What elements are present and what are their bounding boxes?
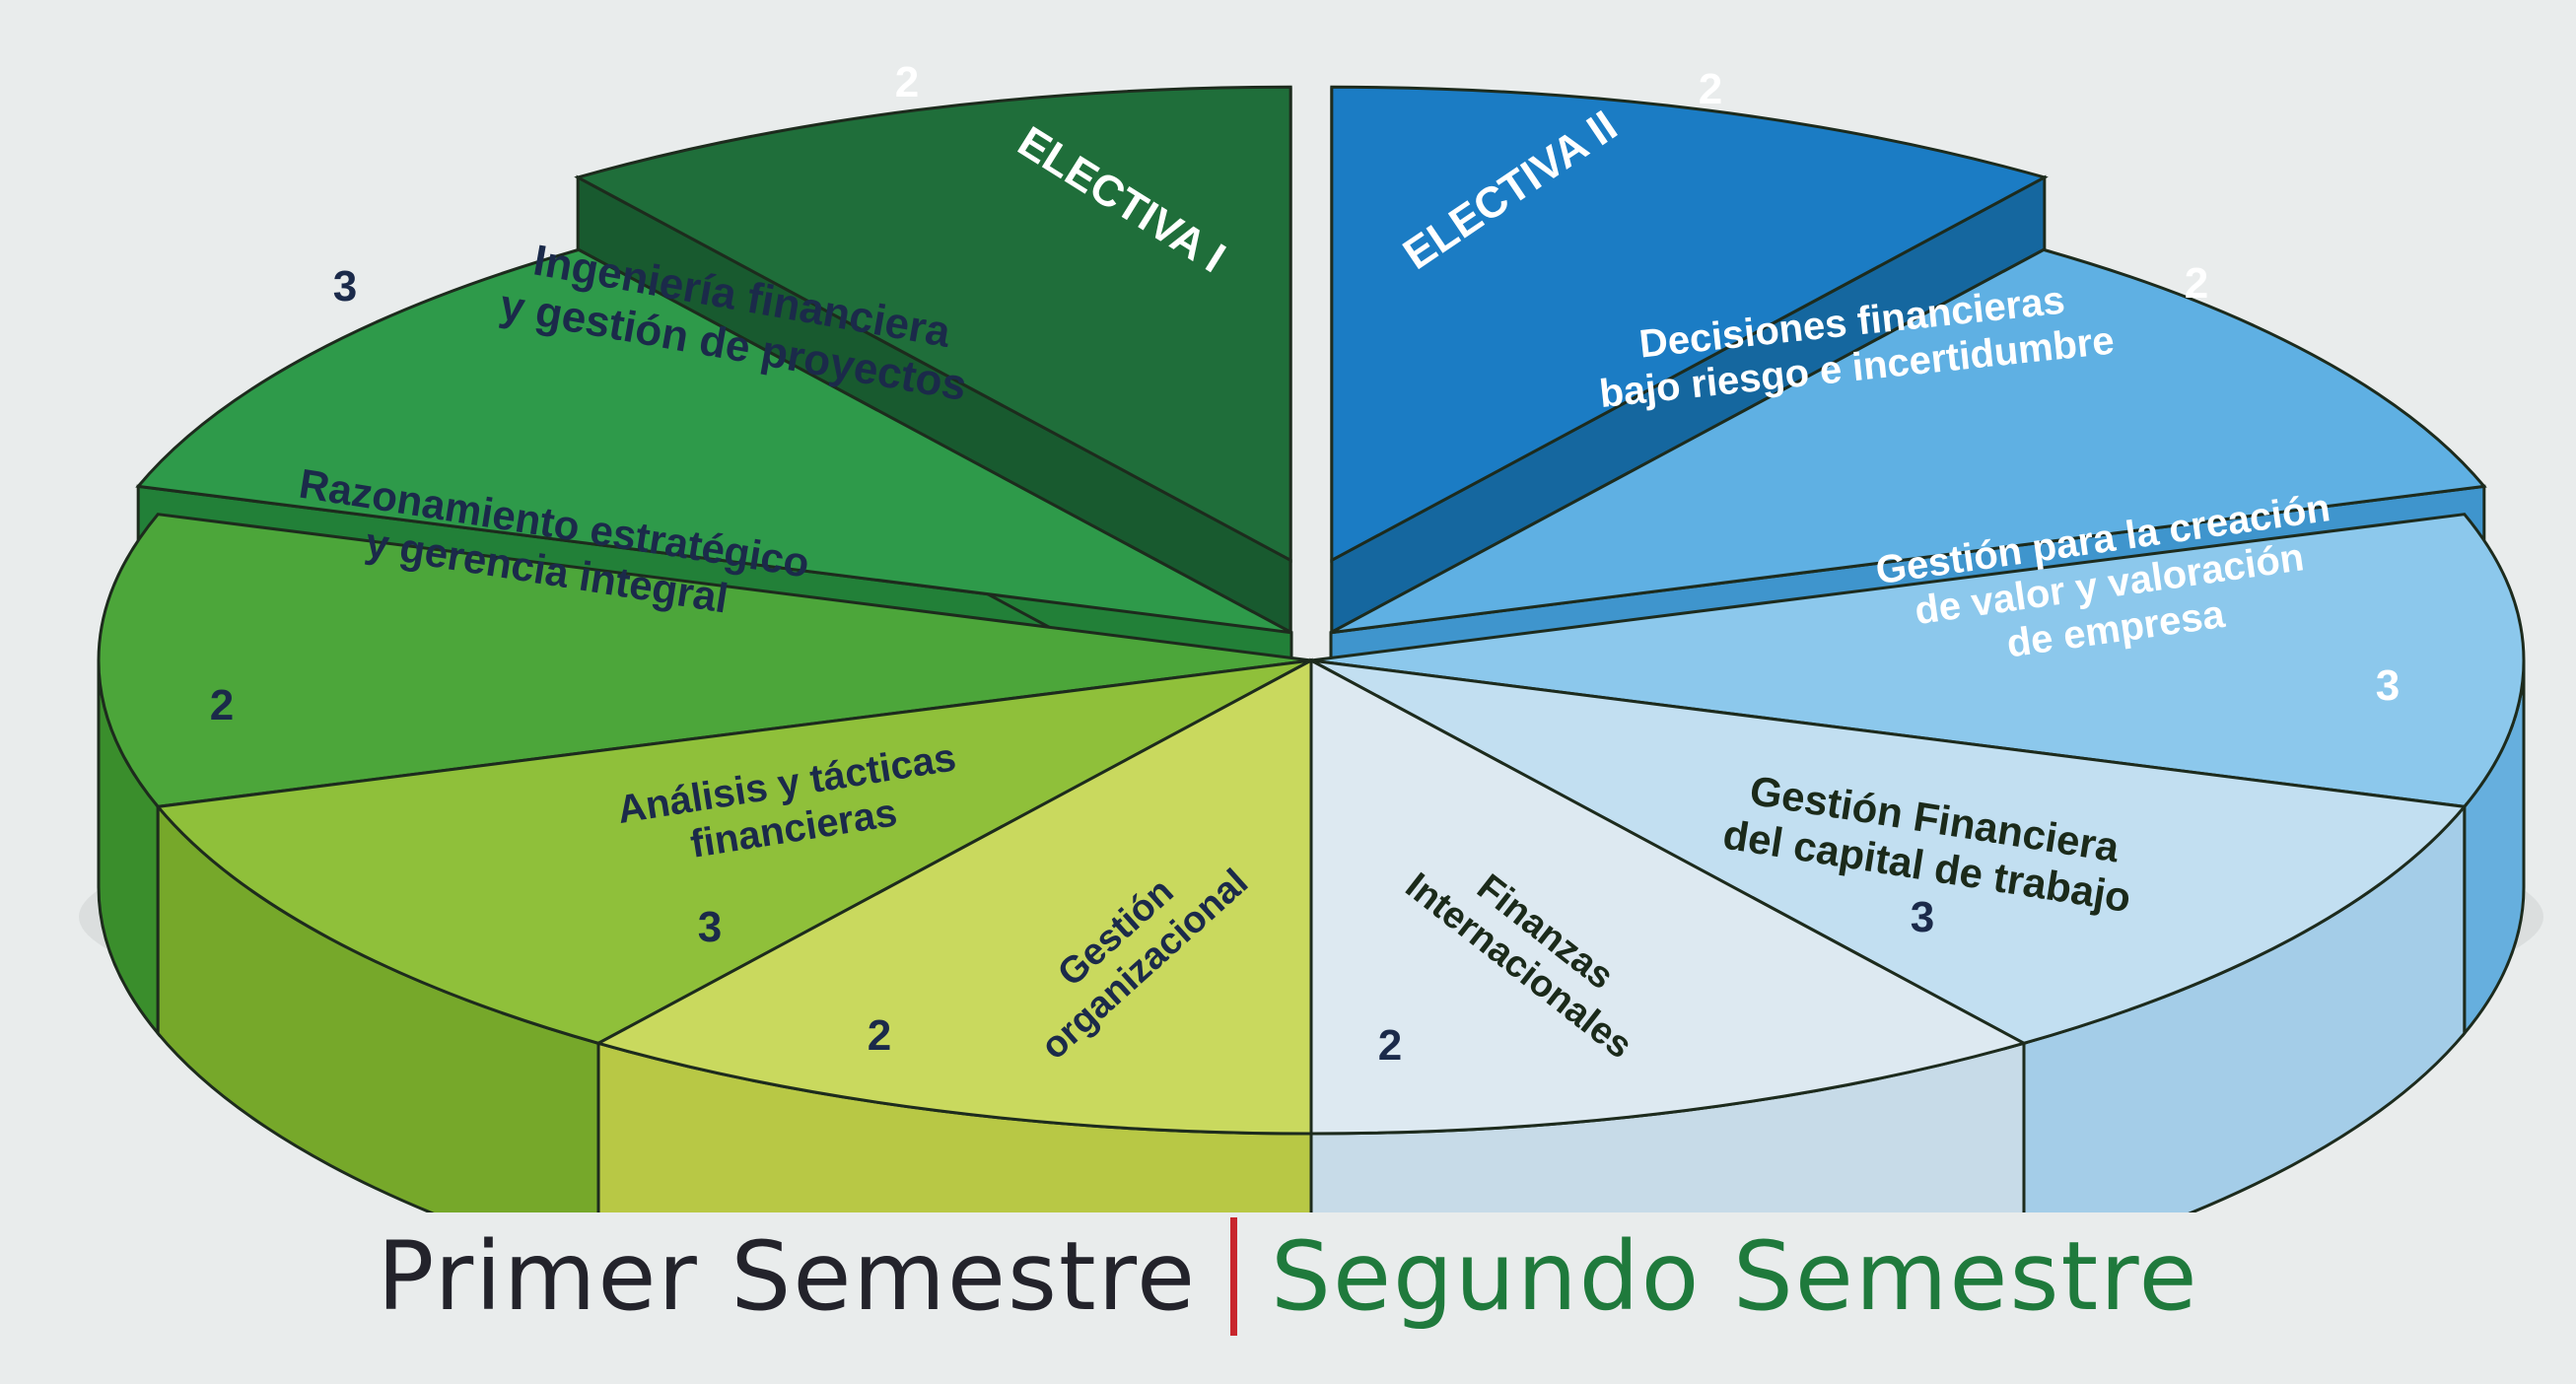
second-semester-label: Segundo Semestre (1271, 1221, 2199, 1332)
slice-top-finanzas-internacionales (594, 657, 1313, 1136)
credits-electiva-2: 2 (1699, 65, 1722, 113)
slice-top-decisiones-financieras (135, 247, 1292, 635)
semester-legend: Primer Semestre Segundo Semestre (0, 1212, 2576, 1341)
credits-finanzas-internacionales: 2 (1378, 1021, 1402, 1070)
slice-gestion-creacion-valor (97, 513, 1312, 1038)
slice-finanzas-internacionales (594, 657, 1313, 1212)
slice-gestion-capital-trabajo (155, 658, 1312, 1212)
credits-gestion-organizacional: 2 (868, 1011, 891, 1060)
slice-top-gestion-organizacional (1309, 657, 2028, 1136)
slice-analisis-tacticas (1310, 658, 2468, 1212)
slice-top-gestion-capital-trabajo (155, 658, 1312, 1045)
slice-top-electiva-1 (1330, 85, 2049, 563)
slice-top-electiva-2 (574, 85, 1292, 563)
credits-gestion-capital-trabajo: 3 (1911, 893, 1934, 941)
slice-gestion-organizacional (1309, 657, 2028, 1212)
credits-gestion-creacion-valor: 3 (2376, 661, 2400, 710)
credits-razonamiento-estrategico: 2 (210, 681, 234, 729)
slice-top-analisis-tacticas (1310, 658, 2468, 1045)
semester-divider (1230, 1217, 1238, 1336)
credits-electiva-1: 2 (895, 58, 919, 106)
credits-analisis-tacticas: 3 (698, 903, 722, 951)
credits-decisiones-financieras: 2 (2185, 259, 2208, 308)
slice-top-gestion-creacion-valor (97, 513, 1312, 808)
first-semester-label: Primer Semestre (377, 1221, 1198, 1332)
slice-label-gestion-creacion-valor: Gestión para la creaciónde valor y valor… (1873, 486, 2345, 682)
slice-top-razonamiento-estrategico (1310, 513, 2526, 808)
credits-ingenieria-financiera: 3 (333, 262, 357, 311)
slice-top-ingenieria-financiera (1330, 247, 2487, 635)
